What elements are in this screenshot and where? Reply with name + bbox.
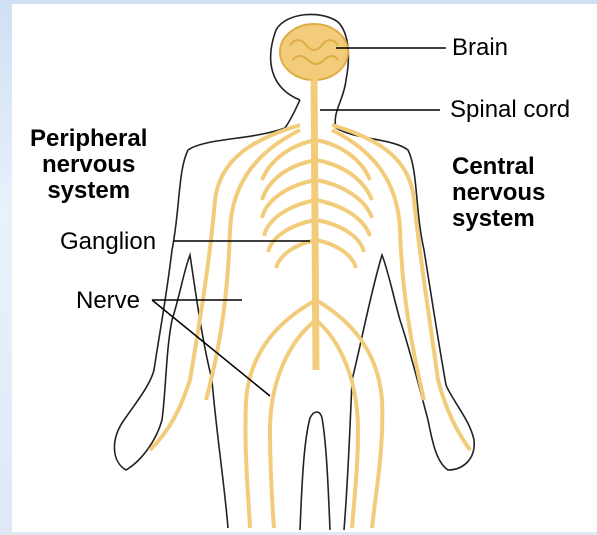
spinal-cord-shape	[314, 78, 316, 370]
brain-shape	[280, 24, 348, 80]
central-nervous-system-label: Central nervous system	[452, 154, 545, 232]
nerve-label: Nerve	[76, 287, 140, 315]
peripheral-line-1: Peripheral	[30, 126, 147, 152]
leg-gap-outline	[300, 412, 330, 530]
peripheral-line-3: system	[30, 178, 147, 204]
central-line-2: nervous	[452, 180, 545, 206]
peripheral-nervous-system-label: Peripheral nervous system	[30, 126, 147, 204]
body-outline	[114, 14, 474, 530]
peripheral-line-2: nervous	[30, 152, 147, 178]
spinal-cord-label: Spinal cord	[450, 96, 570, 124]
central-line-3: system	[452, 206, 545, 232]
ganglion-label: Ganglion	[60, 228, 156, 256]
arm-nerves	[150, 125, 470, 450]
central-line-1: Central	[452, 154, 545, 180]
brain-label: Brain	[452, 34, 508, 62]
